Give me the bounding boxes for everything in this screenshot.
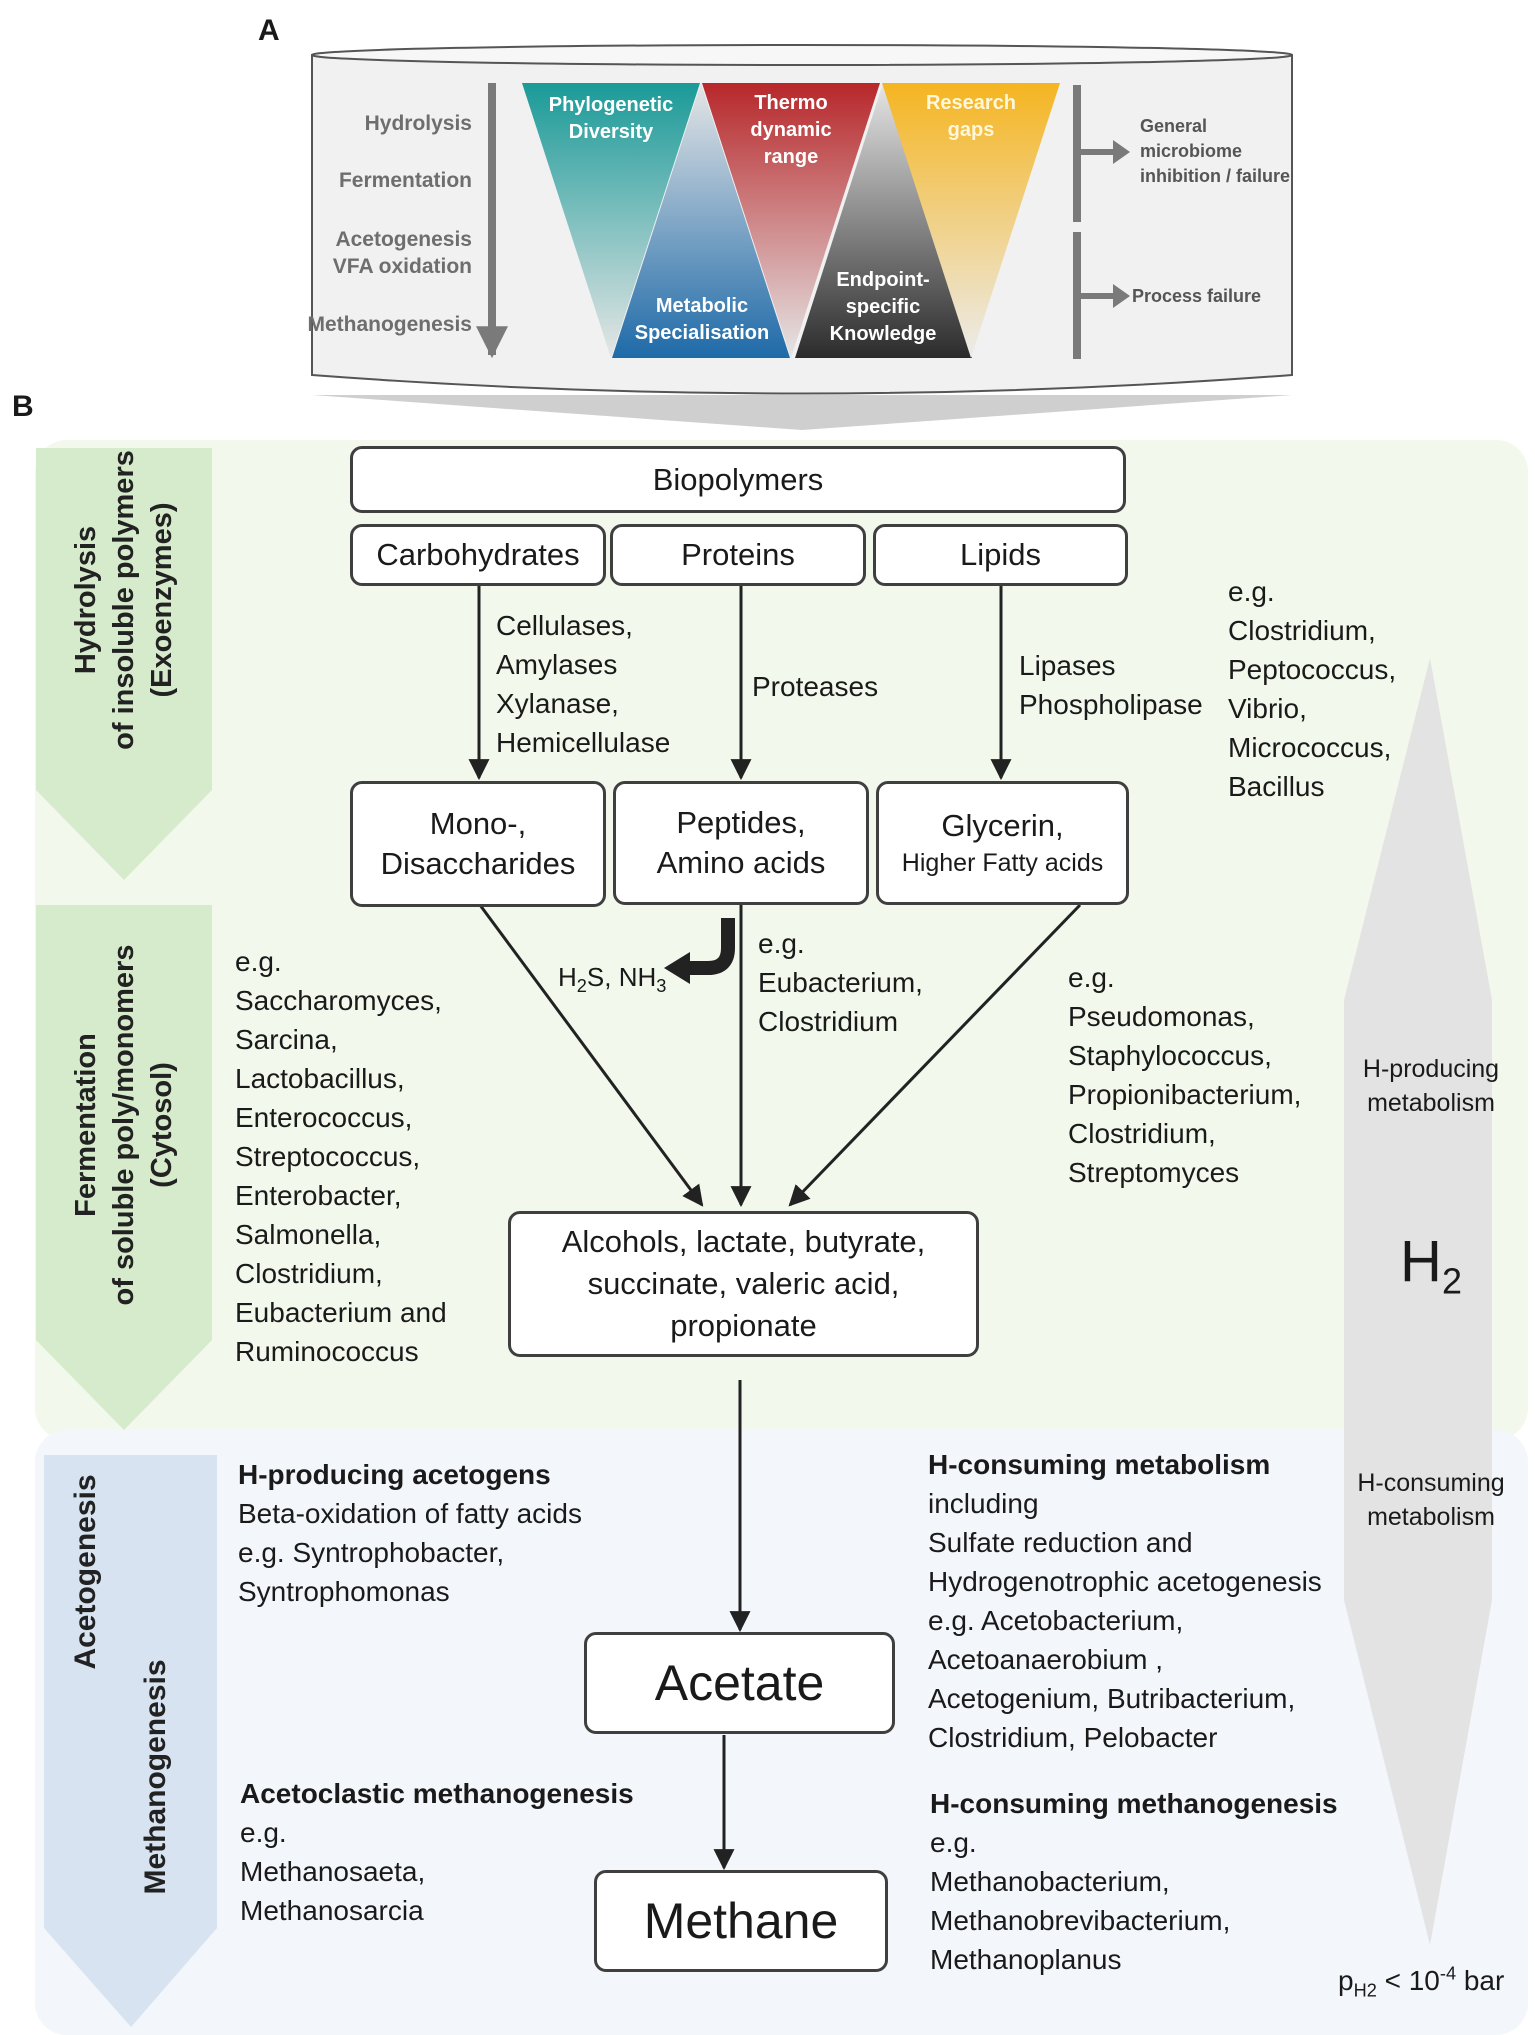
fermentation-right-organisms: e.g. Pseudomonas, Staphylococcus, Propio… [1068, 962, 1302, 1188]
hydrolysis-chevron [36, 448, 212, 880]
methanogenesis-chevron [44, 1455, 217, 2027]
hydrogen-pressure-label: pH2 < 10-4 bar [1338, 1964, 1505, 2001]
flow-arrows [468, 585, 1082, 1871]
box-glycerin-fatty-acids: Glycerin, Higher Fatty acids [876, 781, 1129, 905]
enzymes-carbohydrates: Cellulases, Amylases Xylanase, Hemicellu… [496, 610, 671, 758]
h2s-nh3-label: H2S, NH3 [558, 962, 667, 997]
label-metabolic-specialisation: Metabolic Specialisation [634, 295, 770, 344]
box-proteins: Proteins [610, 524, 866, 586]
stage-vfa-oxidation: VFA oxidation [332, 255, 472, 278]
box-acetate: Acetate [584, 1632, 895, 1734]
box-alcohols-acids: Alcohols, lactate, butyrate, succinate, … [508, 1211, 979, 1357]
triangle-thermodynamic-range [702, 83, 880, 358]
label-phylogenetic-diversity: Phylogenetic Diversity [548, 94, 674, 143]
panel-b-letter: B [12, 390, 34, 423]
stage-acetogenesis: Acetogenesis [335, 228, 472, 251]
h2s-bent-arrow [688, 918, 735, 975]
acetoclastic-block: Acetoclastic methanogenesis e.g. Methano… [240, 1774, 634, 1930]
box-lipids: Lipids [873, 524, 1128, 586]
h-consuming-methanogenesis-title: H-consuming methanogenesis [930, 1788, 1338, 1819]
outcome-process-failure: Process failure [1132, 286, 1262, 306]
box-peptides-amino-acids: Peptides, Amino acids [613, 781, 869, 905]
triangle-research-gaps [882, 83, 1060, 358]
acetogens-block: H-producing acetogens Beta-oxidation of … [238, 1455, 582, 1611]
outcome-general-failure: General microbiome inhibition / failure [1140, 116, 1290, 186]
fermentation-left-organisms: e.g. Saccharomyces, Sarcina, Lactobacill… [235, 946, 447, 1367]
box-methane: Methane [594, 1870, 888, 1972]
label-methanogenesis-phase: Methanogenesis [139, 1659, 172, 1895]
box-carbohydrates: Carbohydrates [350, 524, 606, 586]
triangle-endpoint-knowledge [795, 83, 972, 358]
hydrolysis-organisms: e.g. Clostridium, Peptococcus, Vibrio, M… [1228, 576, 1397, 802]
h-consuming-label: H-consuming metabolism [1357, 1469, 1505, 1531]
stage-methanogenesis: Methanogenesis [307, 313, 472, 336]
label-research-gaps: Research gaps [925, 92, 1017, 141]
stage-hydrolysis: Hydrolysis [364, 112, 472, 135]
label-hydrolysis-phase: Hydrolysis of insoluble polymers (Exoenz… [70, 450, 178, 750]
h-producing-label: H-producing metabolism [1362, 1055, 1500, 1117]
acetogens-title: H-producing acetogens [238, 1459, 551, 1490]
h2s-arrow-head [664, 952, 690, 984]
outcome-brackets [1073, 85, 1130, 359]
label-thermodynamic-range: Thermo dynamic range [750, 92, 832, 168]
fermentation-mid-organisms: e.g. Eubacterium, Clostridium [758, 928, 923, 1037]
box-mono-disaccharides: Mono-, Disaccharides [350, 781, 606, 907]
panel-a-connector [312, 395, 1292, 430]
box-biopolymers: Biopolymers [350, 446, 1126, 513]
label-acetogenesis-phase: Acetogenesis [69, 1474, 102, 1670]
h-consuming-metabolism-title: H-consuming metabolism [928, 1449, 1271, 1480]
h-consuming-methanogenesis-block: H-consuming methanogenesis e.g. Methanob… [930, 1784, 1338, 1979]
triangle-phylogenetic-diversity [522, 83, 700, 358]
label-endpoint-knowledge: Endpoint- specific Knowledge [829, 269, 937, 345]
h-consuming-metabolism-block: H-consuming metabolism including Sulfate… [928, 1445, 1322, 1757]
enzymes-proteins: Proteases [752, 671, 879, 702]
fermentation-zone-bg [35, 440, 1528, 1440]
label-fermentation-phase: Fermentation of soluble poly/monomers (C… [70, 944, 178, 1306]
enzymes-lipids: Lipases Phospholipase [1019, 650, 1203, 720]
fermentation-chevron [36, 905, 212, 1430]
h2-gauge-shape [1344, 658, 1492, 1945]
h2-center-label: H2 [1400, 1229, 1462, 1302]
acetoclastic-title: Acetoclastic methanogenesis [240, 1778, 634, 1809]
triangle-metabolic-specialisation [612, 83, 790, 358]
stage-fermentation: Fermentation [338, 169, 472, 192]
panel-a-letter: A [258, 14, 280, 47]
